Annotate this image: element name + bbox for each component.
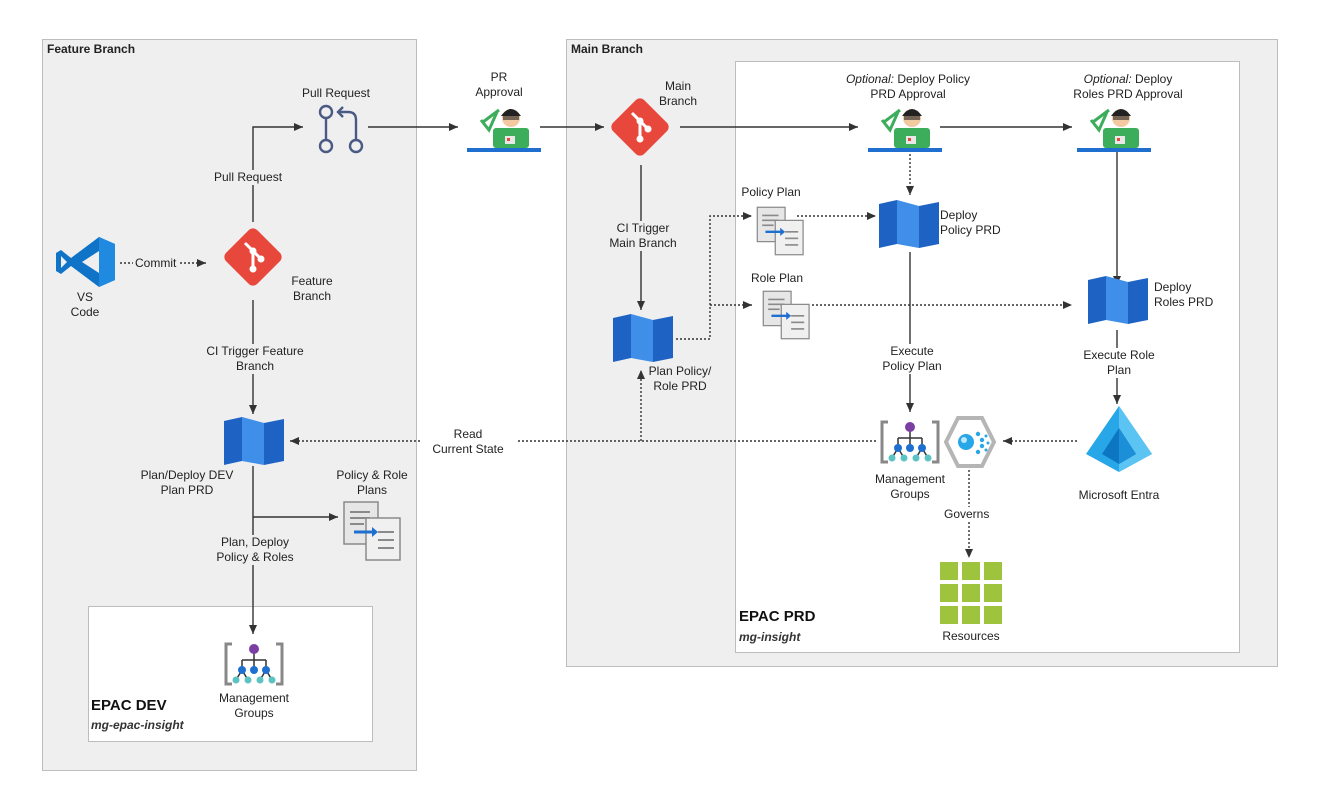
vscode-label: VS Code (60, 290, 110, 320)
approval-policy-line1: Deploy Policy (894, 72, 971, 86)
edge-ci-feature-line1: CI Trigger Feature (206, 344, 304, 358)
epac-prd-panel (735, 61, 1240, 653)
plan-deploy-dev-label: Plan/Deploy DEV Plan PRD (122, 468, 252, 498)
edge-plan-deploy-line2: Policy & Roles (216, 550, 294, 564)
epac-dev-panel (88, 606, 373, 742)
approval-roles-line2: Roles PRD Approval (1073, 87, 1183, 101)
approval-roles-line1: Deploy (1131, 72, 1173, 86)
edge-governs-label: Governs (942, 507, 992, 522)
deploy-policy-prd-line1: Deploy (940, 208, 978, 222)
edge-plan-deploy-line1: Plan, Deploy (220, 535, 290, 549)
approver-icon (868, 108, 942, 152)
deploy-roles-prd-line2: Roles PRD (1154, 295, 1214, 309)
edge-execute-policy-label: Execute Policy Plan (872, 344, 952, 374)
policy-role-plans-line2: Plans (356, 483, 388, 497)
edge-ci-feature-line2: Branch (235, 359, 275, 373)
plan-deploy-dev-line1: Plan/Deploy DEV (140, 468, 234, 482)
policy-role-plans-line1: Policy & Role (336, 468, 408, 482)
main-branch-label: Main Branch (656, 79, 700, 109)
mg-prd-label: Management Groups (860, 472, 960, 502)
edge-read-state-label: Read Current State (420, 427, 516, 457)
approval-roles-optional: Optional: (1083, 72, 1132, 86)
vscode-label-line1: VS (76, 290, 93, 304)
edge-pull-request-label: Pull Request (212, 170, 285, 185)
management-groups-icon (880, 420, 940, 464)
azure-policy-icon (943, 416, 997, 468)
feature-branch-label: Feature Branch (284, 274, 340, 304)
mg-prd-line1: Management (874, 472, 946, 486)
resources-grid-icon (940, 562, 1002, 624)
edge-commit-label: Commit (133, 256, 179, 271)
feature-branch-label-line2: Branch (292, 289, 332, 303)
mg-prd-line2: Groups (890, 487, 930, 501)
approval-policy-label: Optional: Deploy Policy PRD Approval (826, 72, 990, 102)
plan-document-icon (343, 501, 401, 561)
edge-execute-role-line2: Plan (1106, 363, 1132, 377)
deploy-roles-prd-label: Deploy Roles PRD (1154, 280, 1234, 310)
main-branch-label-line2: Branch (658, 94, 698, 108)
edge-ci-main-line2: Main Branch (609, 236, 677, 250)
edge-ci-feature-label: CI Trigger Feature Branch (196, 344, 314, 374)
approver-icon (1077, 108, 1151, 152)
edge-execute-role-line1: Execute Role (1083, 348, 1155, 362)
git-icon (224, 228, 282, 286)
pr-approval-label-line2: Approval (475, 85, 523, 99)
plan-document-icon (762, 290, 810, 340)
epac-prd-subtitle: mg-insight (739, 630, 801, 644)
resources-label: Resources (942, 629, 1000, 643)
policy-role-plans-label: Policy & Role Plans (322, 468, 422, 498)
approver-icon (467, 108, 541, 152)
epac-dev-title: EPAC DEV (91, 697, 167, 714)
edge-execute-role-label: Execute Role Plan (1072, 348, 1166, 378)
plan-policy-role-prd-label: Plan Policy/ Role PRD (632, 364, 728, 394)
edge-read-state-line2: Current State (432, 442, 504, 456)
approval-policy-optional: Optional: (845, 72, 894, 86)
entra-label: Microsoft Entra (1078, 488, 1160, 502)
edge-pull-request (252, 123, 303, 222)
role-plan-label: Role Plan (750, 271, 804, 285)
deploy-policy-prd-line2: Policy PRD (940, 223, 1001, 237)
vscode-label-line2: Code (70, 305, 100, 319)
edge-read-state-line1: Read (453, 427, 483, 441)
management-groups-icon (224, 642, 284, 686)
feature-branch-label-line1: Feature (291, 274, 333, 288)
deploy-roles-prd-line1: Deploy (1154, 280, 1192, 294)
edge-ci-main-label: CI Trigger Main Branch (600, 221, 686, 251)
pr-approval-label-line1: PR (490, 70, 508, 84)
plan-policy-role-prd-line1: Plan Policy/ (648, 364, 712, 378)
vscode-icon (56, 237, 115, 287)
policy-plan-label: Policy Plan (741, 185, 801, 199)
mg-dev-label: Management Groups (204, 691, 304, 721)
deploy-policy-prd-label: Deploy Policy PRD (940, 208, 1020, 238)
microsoft-entra-icon (1086, 406, 1152, 472)
pull-request-node-label: Pull Request (301, 86, 371, 100)
pipeline-icon (879, 200, 939, 248)
feature-branch-title: Feature Branch (47, 42, 136, 56)
edge-plan-deploy-label: Plan, Deploy Policy & Roles (205, 535, 305, 565)
edge-execute-policy-line1: Execute (890, 344, 934, 358)
edge-ci-main-line1: CI Trigger (616, 221, 670, 235)
approval-policy-line2: PRD Approval (870, 87, 946, 101)
main-branch-label-line1: Main (664, 79, 691, 93)
plan-document-icon (756, 206, 804, 256)
edge-to-policy-plan (676, 212, 752, 340)
mg-dev-line1: Management (218, 691, 290, 705)
pr-approval-label: PR Approval (467, 70, 531, 100)
approval-roles-label: Optional: Deploy Roles PRD Approval (1058, 72, 1198, 102)
pipeline-icon (1088, 276, 1148, 324)
plan-deploy-dev-line2: Plan PRD (160, 483, 214, 497)
main-branch-title: Main Branch (571, 42, 644, 56)
git-icon (611, 98, 669, 156)
pipeline-icon (224, 417, 284, 465)
pull-request-icon (318, 104, 364, 154)
epac-prd-title: EPAC PRD (739, 608, 816, 625)
epac-dev-subtitle: mg-epac-insight (91, 718, 184, 732)
pipeline-icon (613, 314, 673, 362)
mg-dev-line2: Groups (234, 706, 274, 720)
edge-execute-policy-line2: Policy Plan (882, 359, 942, 373)
plan-policy-role-prd-line2: Role PRD (653, 379, 707, 393)
